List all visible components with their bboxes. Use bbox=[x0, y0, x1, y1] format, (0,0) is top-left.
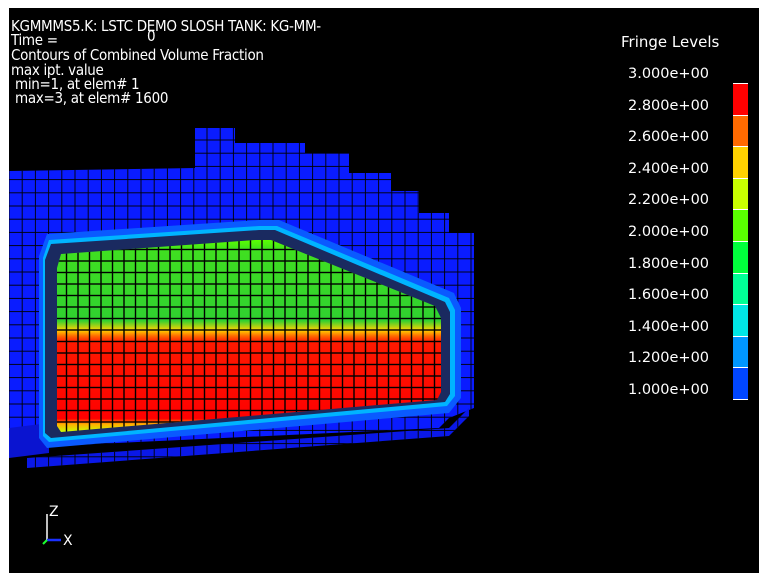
fringe-level-label: 2.800e+00 bbox=[628, 97, 710, 114]
render-viewport[interactable]: KGMMMS5.K: LSTC DEMO SLOSH TANK: KG-MM- … bbox=[9, 8, 759, 573]
fringe-color-swatch bbox=[733, 242, 748, 273]
fringe-level-label: 2.000e+00 bbox=[628, 224, 710, 240]
fringe-level-label: 2.600e+00 bbox=[628, 129, 710, 146]
fringe-color-swatch bbox=[733, 115, 748, 147]
time-value: 0 bbox=[147, 27, 156, 45]
fringe-color-swatch bbox=[733, 336, 748, 368]
fringe-level-label: 1.200e+00 bbox=[628, 350, 710, 367]
fringe-level-tick bbox=[733, 83, 748, 84]
fringe-level-tick bbox=[733, 146, 748, 148]
fringe-level-tick bbox=[733, 335, 748, 337]
fringe-color-swatch bbox=[733, 147, 748, 178]
fringe-level-tick bbox=[733, 114, 748, 116]
fringe-color-swatch bbox=[733, 368, 748, 399]
fringe-level-label: 2.400e+00 bbox=[628, 160, 710, 177]
fringe-level-tick bbox=[733, 304, 748, 306]
fringe-color-swatch bbox=[733, 305, 748, 336]
fringe-level-tick bbox=[733, 272, 748, 274]
max-label: max=3, at elem# 1600 bbox=[15, 89, 169, 107]
fringe-color-swatch bbox=[733, 210, 748, 241]
slosh-tank-mesh bbox=[9, 128, 474, 468]
min-label: min=1, at elem# 1 bbox=[15, 75, 140, 93]
fringe-color-swatch bbox=[733, 273, 748, 305]
x-axis-label: X bbox=[63, 533, 73, 549]
axis-triad-icon: Z X bbox=[42, 504, 73, 549]
fringe-level-label: 1.000e+00 bbox=[628, 382, 710, 398]
time-label: Time = bbox=[11, 31, 58, 49]
fringe-level-label: 2.200e+00 bbox=[628, 192, 710, 209]
fringe-level-tick bbox=[733, 399, 748, 400]
contour-label: Contours of Combined Volume Fraction bbox=[11, 46, 264, 64]
fringe-level-label: 3.000e+00 bbox=[628, 66, 710, 82]
fringe-color-swatch bbox=[733, 178, 748, 210]
fringe-level-label: 1.800e+00 bbox=[628, 255, 710, 272]
fringe-level-tick bbox=[733, 241, 748, 242]
fringe-level-label: 1.400e+00 bbox=[628, 318, 710, 335]
title-line: KGMMMS5.K: LSTC DEMO SLOSH TANK: KG-MM- bbox=[11, 17, 321, 35]
fringe-levels-title: Fringe Levels bbox=[621, 33, 720, 51]
fringe-level-tick bbox=[733, 367, 748, 369]
fringe-color-swatch bbox=[733, 84, 748, 115]
fringe-level-tick bbox=[733, 209, 748, 211]
z-axis-label: Z bbox=[49, 504, 59, 520]
fringe-level-tick bbox=[733, 177, 748, 179]
value-type-label: max ipt. value bbox=[11, 61, 104, 79]
fringe-level-label: 1.600e+00 bbox=[628, 287, 710, 304]
